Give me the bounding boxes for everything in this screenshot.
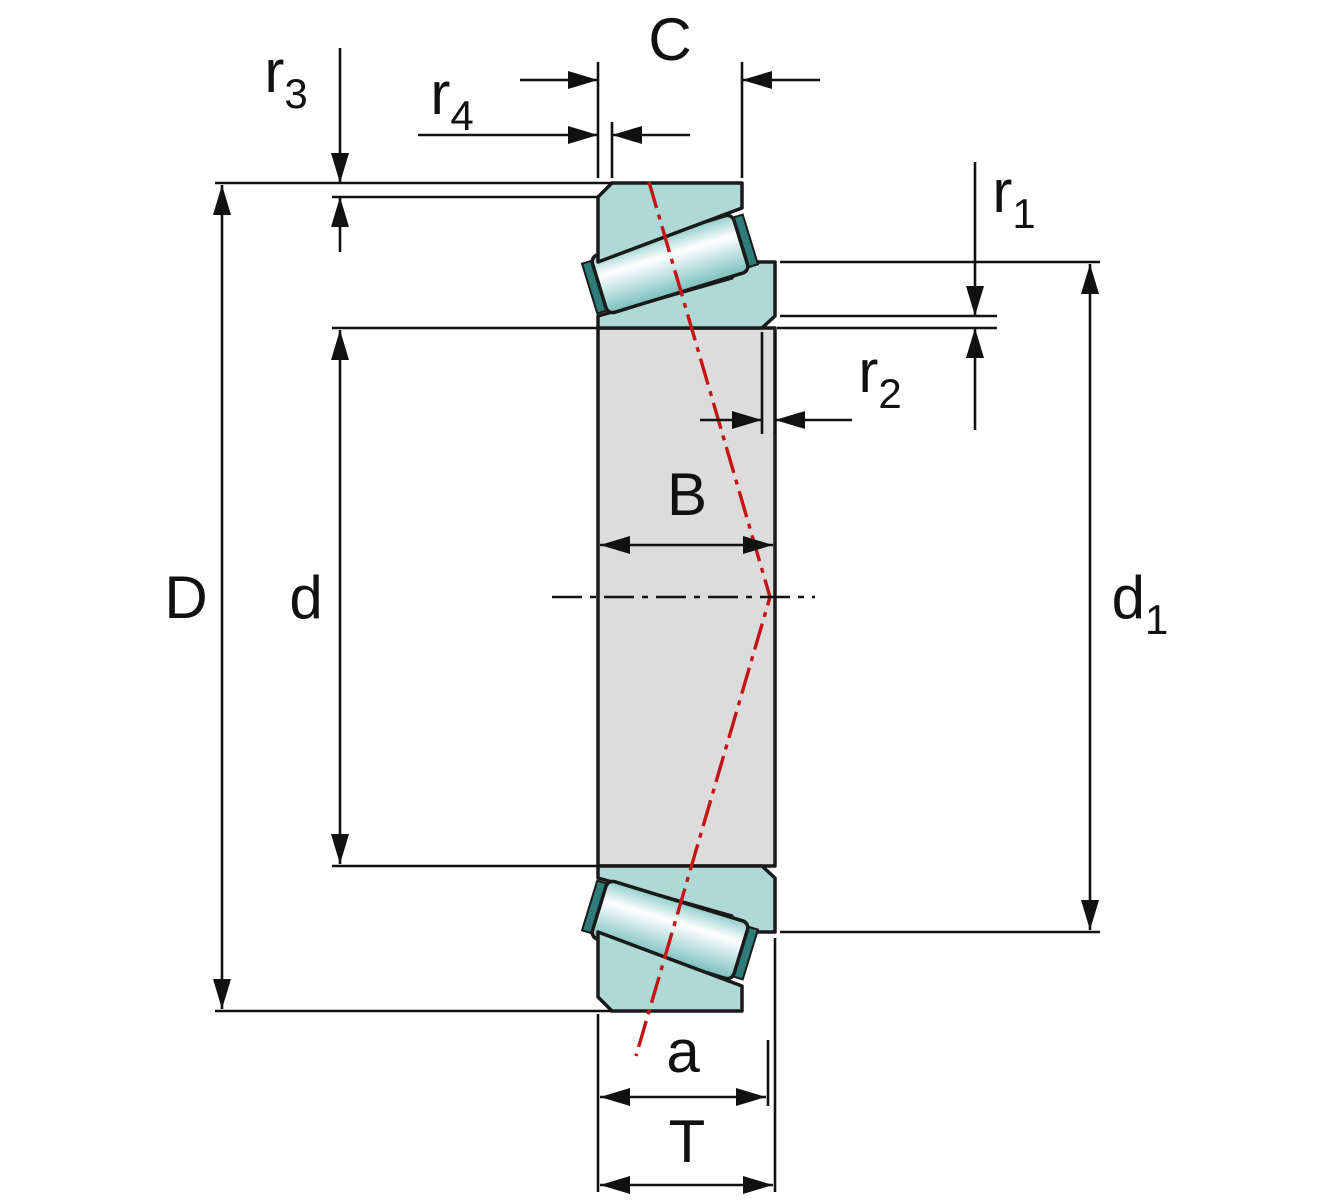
dim-label-r4: r4 <box>430 60 473 139</box>
outer-ring-section-bottom <box>596 930 744 1013</box>
outer-ring-section-top <box>596 181 744 264</box>
dim-label-r1: r1 <box>992 158 1035 237</box>
dim-label-T: T <box>669 1108 706 1175</box>
dim-label-r3: r3 <box>264 38 307 117</box>
dim-label-r2: r2 <box>858 338 901 417</box>
dim-label-d: d <box>289 564 322 631</box>
dim-label-D: D <box>164 564 207 631</box>
dim-label-a: a <box>666 1018 700 1085</box>
roller-top <box>580 213 760 315</box>
dim-label-B: B <box>667 461 707 528</box>
dim-label-d1: d1 <box>1112 564 1169 643</box>
dim-label-C: C <box>648 6 691 73</box>
dimension-labels: C r4 r3 r1 r2 B D d d1 a T <box>164 6 1168 1175</box>
dimension-lines <box>213 48 1099 1194</box>
